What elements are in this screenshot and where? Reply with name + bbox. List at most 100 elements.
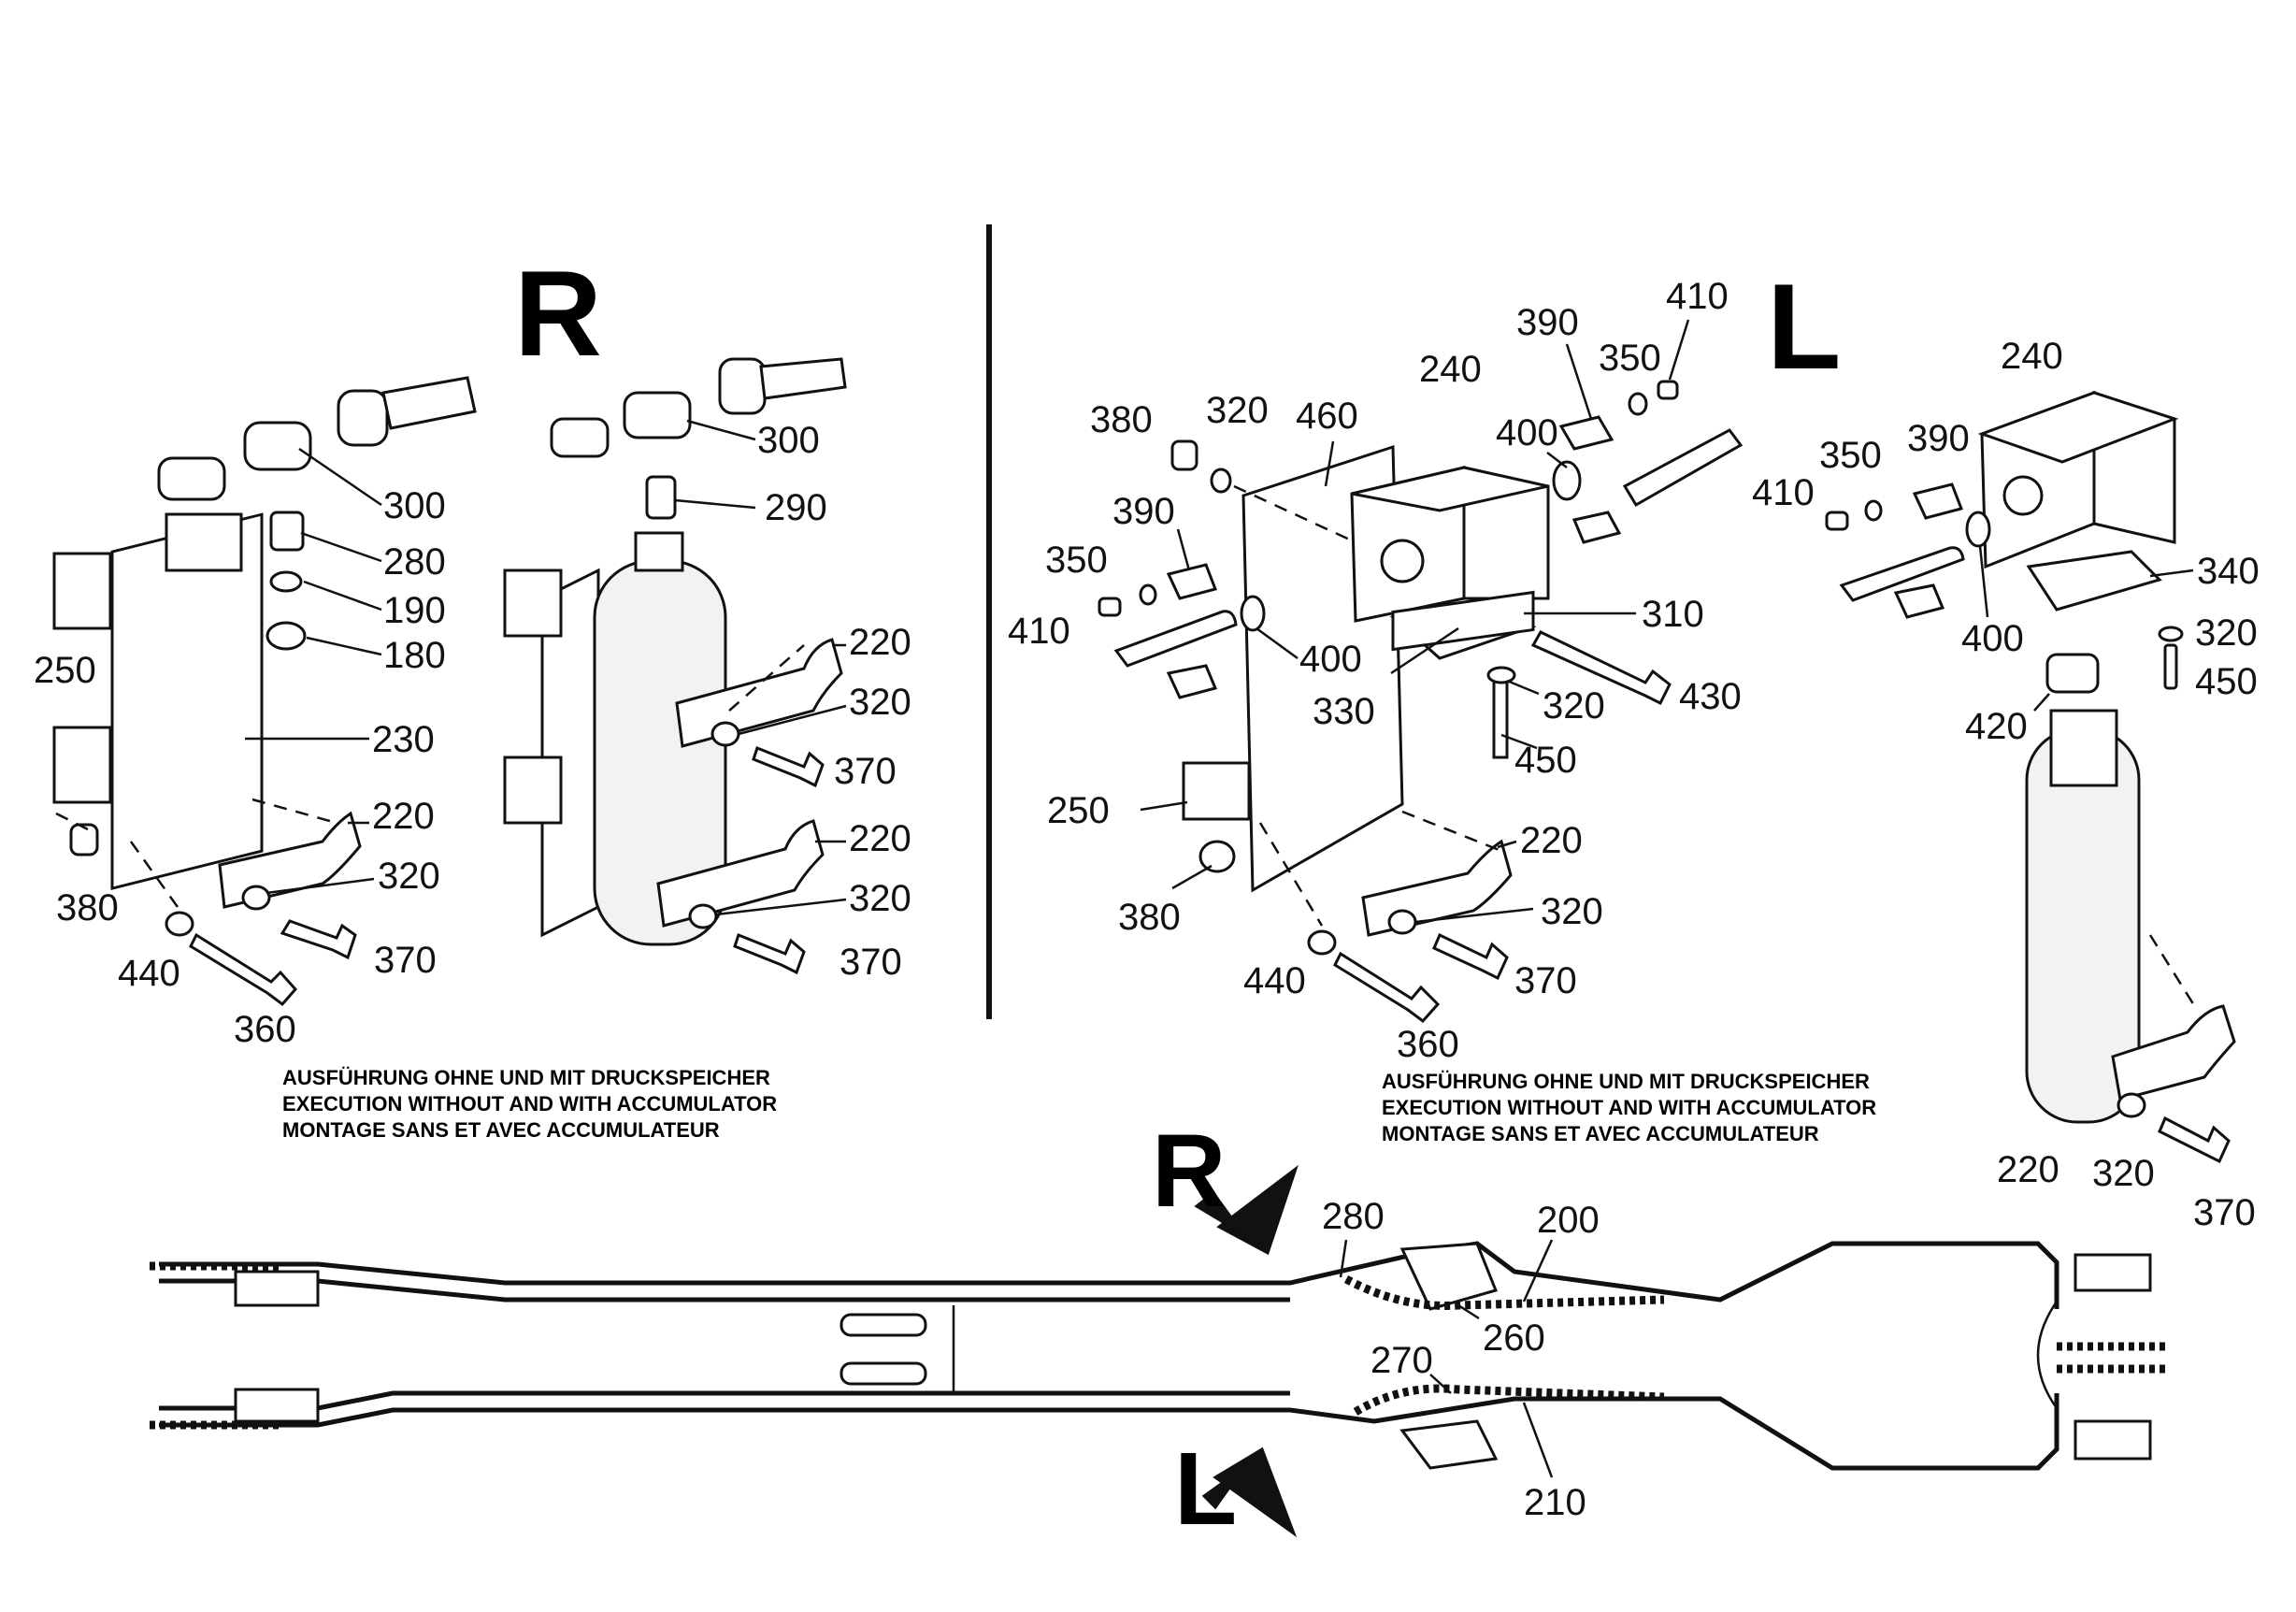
callout-l1-440: 440 <box>1243 960 1306 1001</box>
lead-l1-410a <box>1668 319 1690 381</box>
washer-a <box>241 885 271 911</box>
clip-390-l2 <box>1912 482 1964 520</box>
callout-l1-400b: 400 <box>1299 639 1362 680</box>
lead-l1-460 <box>1324 440 1335 487</box>
screw-410-l-top <box>1657 380 1679 400</box>
dash-l1b <box>1401 810 1502 853</box>
lead-r2-320b <box>715 898 847 916</box>
r-assembly-plate <box>52 376 477 1007</box>
callout-l2-220: 220 <box>1997 1149 2059 1190</box>
arrow-l <box>1201 1446 1298 1538</box>
view-l-letter: L <box>1767 258 1841 395</box>
callout-r2-370a: 370 <box>834 751 897 792</box>
lead-f-210 <box>1522 1402 1554 1478</box>
callout-r1-280: 280 <box>383 541 446 583</box>
tail-light-lower <box>234 1388 320 1423</box>
view-r-letter: R <box>514 245 602 381</box>
clip-390-l2-lower <box>1893 583 1945 619</box>
lead-r2-300 <box>686 419 756 441</box>
arrow-r <box>1194 1164 1299 1256</box>
callout-r1-440: 440 <box>118 953 180 994</box>
callout-l2-450: 450 <box>2195 661 2258 702</box>
washer-350-l <box>1139 583 1157 606</box>
callout-l1-370: 370 <box>1514 960 1577 1001</box>
fitting-420 <box>2045 653 2100 694</box>
callout-f-260: 260 <box>1483 1317 1545 1359</box>
washer-r2b <box>688 903 718 929</box>
l-assembly-accumulator <box>1825 390 2236 1164</box>
callout-l2-390: 390 <box>1907 418 1970 459</box>
view-r: R <box>34 245 911 1142</box>
callout-l1-220: 220 <box>1520 820 1583 861</box>
callout-l1-400a: 400 <box>1496 412 1558 453</box>
clip-390-l-top <box>1558 415 1614 451</box>
callout-l1-380a: 380 <box>1090 399 1153 440</box>
callout-l1-390a: 390 <box>1516 302 1579 343</box>
callout-r1-250: 250 <box>34 650 96 691</box>
bolt-a <box>280 919 357 960</box>
caption-r-line1: AUSFÜHRUNG OHNE UND MIT DRUCKSPEICHER <box>282 1066 770 1089</box>
valve-port-l2 <box>2002 475 2044 516</box>
lead-r2-320a <box>738 704 847 736</box>
valve-port-l <box>1380 539 1425 583</box>
washer-b <box>165 911 194 937</box>
hose-segment <box>381 376 477 430</box>
clip-390-l-top-lower <box>1571 511 1622 544</box>
lead-l1-250 <box>1140 800 1188 812</box>
callout-l1-450: 450 <box>1514 740 1577 781</box>
clamp-bracket-l <box>1361 839 1513 937</box>
oring-400-l <box>1240 595 1266 632</box>
callout-r1-300: 300 <box>383 485 446 526</box>
caption-r-line3: MONTAGE SANS ET AVEC ACCUMULATEUR <box>282 1118 720 1142</box>
hose-210 <box>1353 1384 1665 1416</box>
pipe-l2 <box>1839 546 1965 602</box>
washer-320-l2 <box>2117 1092 2146 1118</box>
callout-l1-390b: 390 <box>1112 491 1175 532</box>
callout-l1-410a: 410 <box>1666 276 1729 317</box>
valve-block-rear <box>165 512 243 572</box>
callout-l1-320b: 320 <box>1543 685 1605 727</box>
callout-l2-400: 400 <box>1961 618 2024 659</box>
nut-380-l-top <box>1170 439 1198 471</box>
clip-390-l-lower <box>1166 664 1218 699</box>
caption-l-line2: EXECUTION WITHOUT AND WITH ACCUMULATOR <box>1382 1096 1876 1119</box>
callout-r2-290: 290 <box>765 487 827 528</box>
callout-l1-350a: 350 <box>1599 338 1661 379</box>
cross-member-a <box>839 1313 927 1337</box>
lead-f-270 <box>1429 1374 1452 1394</box>
valve-block-l-top <box>1351 466 1549 512</box>
lead-l1-400b <box>1256 626 1299 660</box>
callout-r1-220: 220 <box>372 796 435 837</box>
bolt-r2b <box>733 933 806 975</box>
callout-r2-320b: 320 <box>849 878 911 919</box>
caption-r-line2: EXECUTION WITHOUT AND WITH ACCUMULATOR <box>282 1092 777 1115</box>
adapter-nut-2 <box>550 417 610 458</box>
front-wing-upper <box>2074 1253 2152 1292</box>
tee-connector <box>623 391 692 439</box>
callout-r1-360: 360 <box>234 1009 296 1050</box>
l-assembly-plate <box>1098 380 1744 1024</box>
callout-l1-360: 360 <box>1397 1024 1459 1065</box>
valve-block-250-l <box>1182 761 1251 821</box>
nut-380 <box>69 823 99 856</box>
hose-l <box>1622 428 1744 508</box>
dash-r2a <box>728 644 805 712</box>
callout-r1-370: 370 <box>374 940 437 981</box>
callout-l2-340: 340 <box>2197 551 2260 592</box>
lead-f-280 <box>1339 1239 1348 1278</box>
callout-l2-410: 410 <box>1752 472 1815 513</box>
lead-l1-320b <box>1506 679 1540 696</box>
lead-r1-320 <box>265 877 375 895</box>
screw-450 <box>1492 673 1509 759</box>
lead-r1-190 <box>303 580 382 612</box>
nut-380-l <box>1198 840 1236 873</box>
flange-310-body <box>1391 590 1535 652</box>
elbow-connector <box>243 421 312 471</box>
lead-l1-320c <box>1414 907 1534 924</box>
callout-l1-350b: 350 <box>1045 540 1108 581</box>
callout-r2-300: 300 <box>757 420 820 461</box>
clamp-upper <box>675 638 843 748</box>
callout-l1-380b: 380 <box>1118 897 1181 938</box>
dash-r1c <box>251 798 337 825</box>
